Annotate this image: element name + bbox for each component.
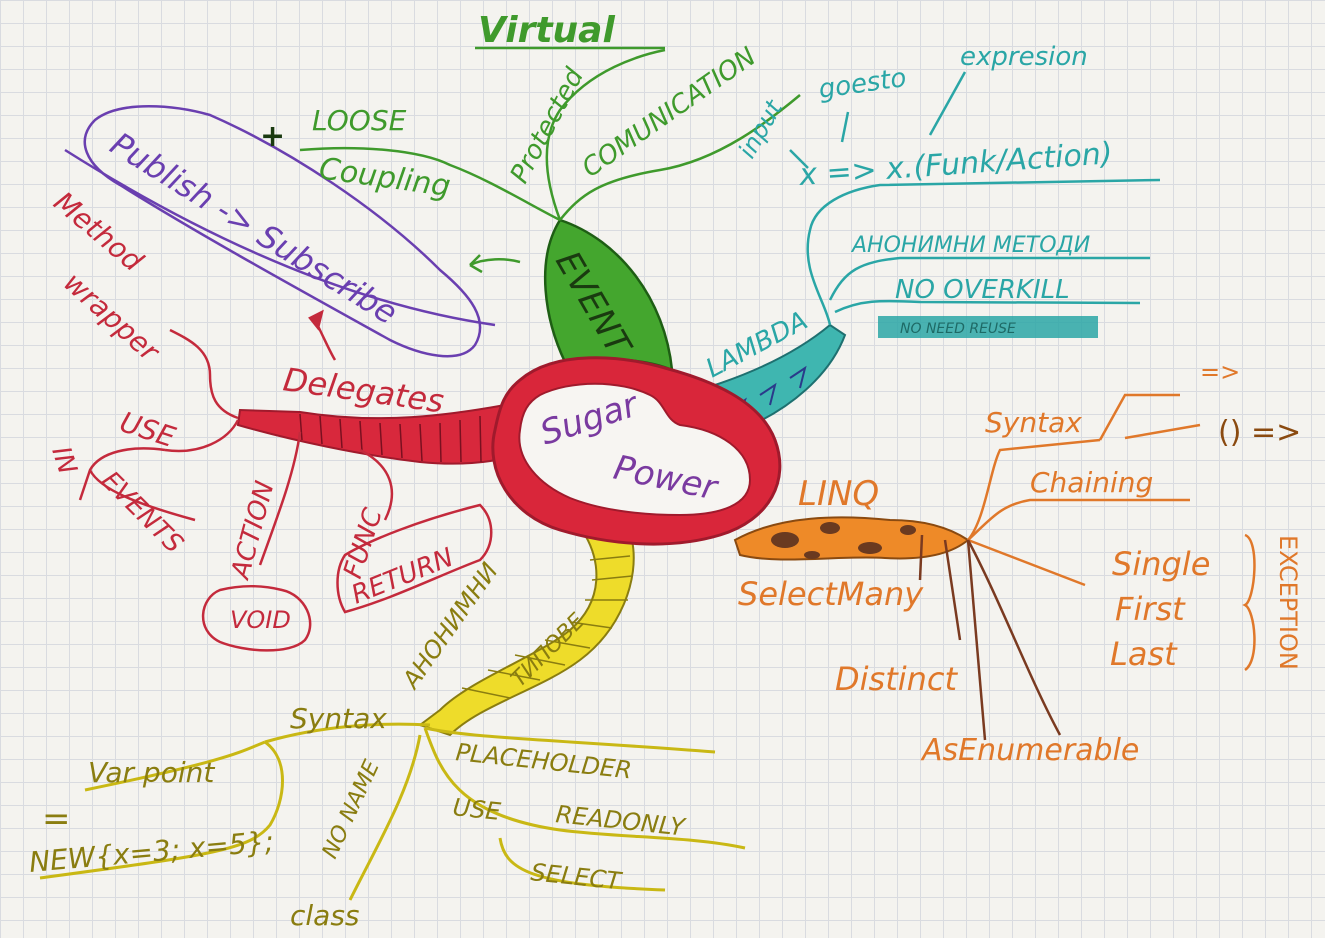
no-overkill-text: NO OVERKILL [895,275,1070,305]
last-text: Last [1110,635,1178,673]
loose-text: LOOSE [312,104,407,137]
wrapper-text: wrapper [57,266,166,369]
delegates-trunk [236,403,506,465]
chaining-text: Chaining [1030,466,1153,499]
as-enumerable-text: AsEnumerable [920,733,1139,768]
expresion-text: expresion [960,42,1088,72]
linq-texts: LINQ Syntax => () => Chaining Single Fir… [738,358,1302,768]
anon-types-branch [39,533,746,901]
exception-text: EXCEPTION [1274,535,1302,670]
linq-syntax-text: Syntax [985,406,1082,439]
arrow-1-text: => [1200,358,1240,386]
select-text: SELECT [529,858,624,896]
no-name-text: NO NAME [318,757,385,863]
no-need-reuse-text: NO NEED REUSE [900,321,1016,337]
class-text: class [290,899,360,932]
use-text: USE [116,405,180,454]
no-need-reuse-strike [878,316,1098,338]
anon-methods-text: АНОНИМНИ МЕТОДИ [850,233,1090,258]
comunication-text: COMUNICATION [577,42,762,184]
anon-use-text: USE [451,793,502,826]
plus-sign: + [260,119,285,154]
delegates-label: Delegates [281,360,446,420]
var-point-text: Var point [88,756,215,789]
delegates-branch [78,328,506,652]
single-text: Single [1112,545,1210,583]
publish-subscribe-shape [64,105,496,361]
goesto-text: goesto [817,63,908,105]
center-node: Sugar Power [491,356,782,546]
arrow-2-text: () => [1218,415,1301,450]
in-text: IN [45,443,82,478]
virtual-text: Virtual [478,10,615,51]
linq-branch [733,393,1256,741]
anon-syntax-text: Syntax [290,702,387,735]
method-text: Method [48,185,150,278]
first-text: First [1115,590,1186,628]
equals-text: = [42,799,71,839]
anon-types-trunk [417,533,635,737]
linq-label: LINQ [798,474,879,514]
center-cloud-inner [518,382,752,517]
events-text: EVENTS [95,466,189,560]
input-text: input [733,94,789,163]
select-many-text: SelectMany [738,575,924,613]
linq-trunk [733,516,970,561]
distinct-text: Distinct [835,660,959,698]
void-text: VOID [230,606,291,634]
